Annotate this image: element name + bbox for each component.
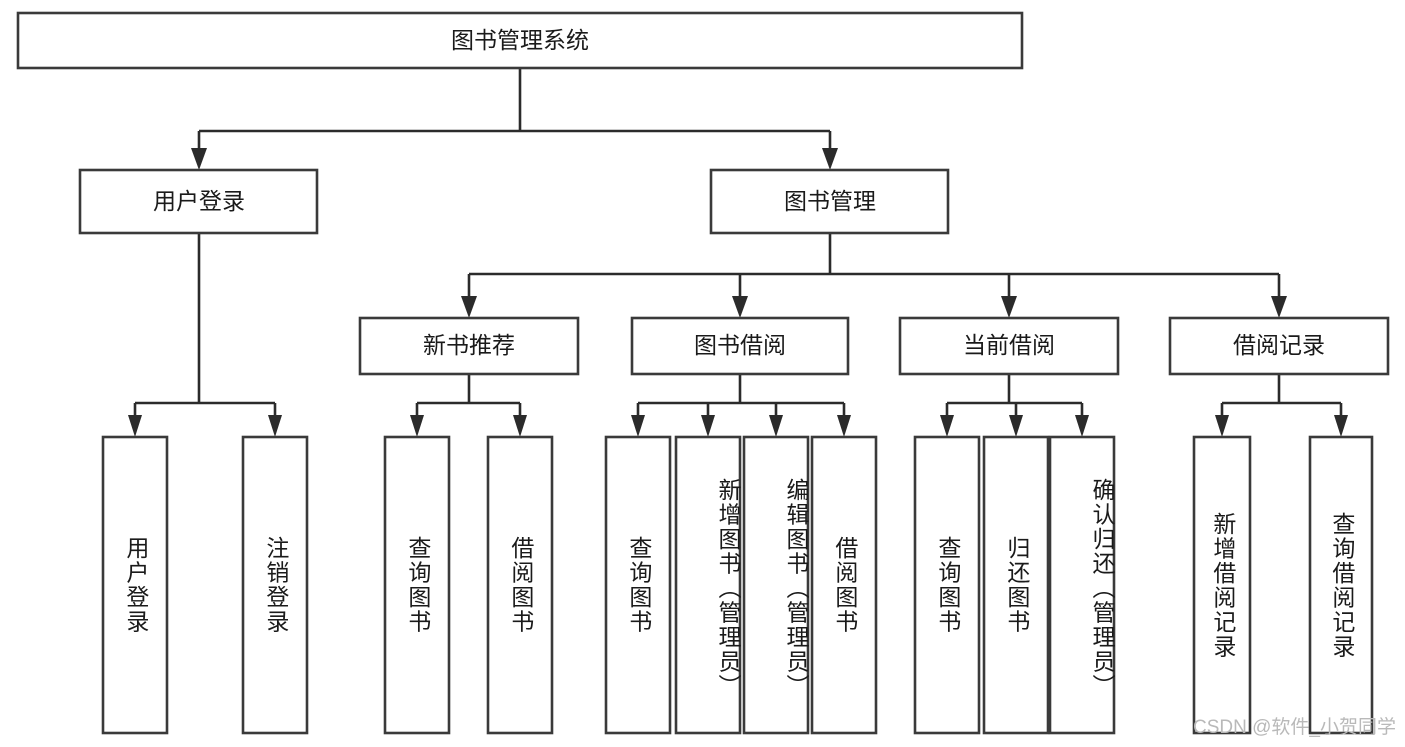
- node-label-book-borrow: 图书借阅: [694, 332, 786, 358]
- node-box-leaf-borrow-book-1[interactable]: [486, 435, 554, 735]
- node-box-leaf-logout-login[interactable]: [241, 435, 309, 735]
- arrow-head-current-borrow: [1001, 296, 1017, 318]
- node-label-new-book-recommend: 新书推荐: [423, 332, 515, 358]
- node-box-leaf-query-book-2[interactable]: [604, 435, 672, 735]
- node-label-current-borrow: 当前借阅: [963, 332, 1055, 358]
- node-new-book-recommend[interactable]: 新书推荐: [358, 316, 580, 376]
- arrow-head-leaf-user-login: [128, 415, 142, 437]
- node-label-root: 图书管理系统: [451, 27, 589, 53]
- node-box-user-login[interactable]: [78, 168, 319, 235]
- arrow-head-leaf-add-book: [701, 415, 715, 437]
- connector-group-book-manage: [461, 233, 1287, 318]
- node-borrow-record[interactable]: 借阅记录: [1168, 316, 1390, 376]
- node-current-borrow[interactable]: 当前借阅: [898, 316, 1120, 376]
- arrow-head-leaf-add-record: [1215, 415, 1229, 437]
- node-box-leaf-borrow-book-2[interactable]: [810, 435, 878, 735]
- arrow-head-new-book-recommend: [461, 296, 477, 318]
- node-label-user-login: 用户登录: [153, 188, 245, 214]
- arrow-head-leaf-return-book: [1009, 415, 1023, 437]
- arrow-head-leaf-edit-book: [769, 415, 783, 437]
- arrow-head-leaf-query-record: [1334, 415, 1348, 437]
- connector-group-book-borrow: [631, 374, 851, 437]
- arrow-head-leaf-query-book-2: [631, 415, 645, 437]
- node-user-login[interactable]: 用户登录: [78, 168, 319, 235]
- node-box-leaf-user-login[interactable]: [101, 435, 169, 735]
- connector-group-current-borrow: [940, 374, 1089, 437]
- arrow-head-leaf-confirm-return: [1075, 415, 1089, 437]
- node-box-leaf-edit-book[interactable]: [742, 435, 810, 735]
- connector-group-new-book-recommend: [410, 374, 527, 437]
- arrow-head-book-manage: [822, 148, 838, 170]
- arrow-head-leaf-logout-login: [268, 415, 282, 437]
- node-box-leaf-add-book[interactable]: [674, 435, 742, 735]
- arrow-head-leaf-borrow-book-1: [513, 415, 527, 437]
- connector-group-root: [191, 68, 838, 170]
- node-label-book-manage: 图书管理: [784, 188, 876, 214]
- node-box-borrow-record[interactable]: [1168, 316, 1390, 376]
- node-book-borrow[interactable]: 图书借阅: [630, 316, 850, 376]
- node-root[interactable]: 图书管理系统: [16, 11, 1024, 70]
- node-box-book-manage[interactable]: [709, 168, 950, 235]
- node-box-leaf-query-book-1[interactable]: [383, 435, 451, 735]
- connector-group-borrow-record: [1215, 374, 1348, 437]
- node-box-current-borrow[interactable]: [898, 316, 1120, 376]
- node-box-leaf-query-record[interactable]: [1308, 435, 1374, 735]
- connector-group-user-login: [128, 233, 282, 437]
- arrow-head-leaf-query-book-1: [410, 415, 424, 437]
- arrow-head-leaf-borrow-book-2: [837, 415, 851, 437]
- node-box-leaf-return-book[interactable]: [982, 435, 1050, 735]
- node-label-borrow-record: 借阅记录: [1233, 332, 1325, 358]
- arrow-head-leaf-query-book-3: [940, 415, 954, 437]
- node-box-leaf-add-record[interactable]: [1192, 435, 1252, 735]
- node-box-leaf-confirm-return[interactable]: [1048, 435, 1116, 735]
- watermark-text: CSDN @软件_小贺同学: [1193, 717, 1396, 738]
- arrow-head-user-login: [191, 148, 207, 170]
- node-box-book-borrow[interactable]: [630, 316, 850, 376]
- node-box-root[interactable]: [16, 11, 1024, 70]
- node-box-leaf-query-book-3[interactable]: [913, 435, 981, 735]
- arrow-head-borrow-record: [1271, 296, 1287, 318]
- node-box-new-book-recommend[interactable]: [358, 316, 580, 376]
- node-book-manage[interactable]: 图书管理: [709, 168, 950, 235]
- arrow-head-book-borrow: [732, 296, 748, 318]
